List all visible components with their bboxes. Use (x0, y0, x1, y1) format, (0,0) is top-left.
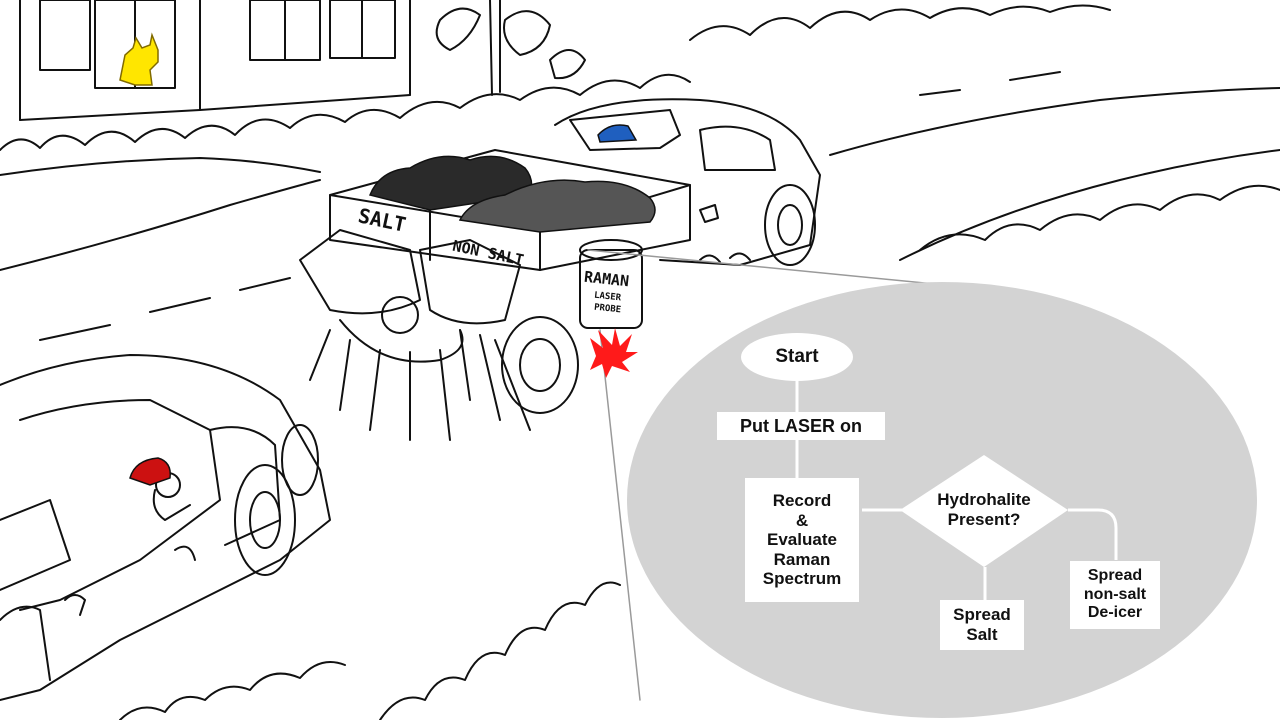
decision-diamond (900, 455, 1068, 567)
salt-heap (368, 155, 533, 211)
callout-line-top (587, 249, 946, 286)
road-edge-right (899, 149, 1280, 261)
flow-start: Start (775, 346, 819, 368)
flow-record-evaluate: Record & Evaluate Raman Spectrum (745, 478, 859, 602)
callout-line-bottom (599, 329, 641, 701)
flow-decision-text: Hydrohalite Present? (937, 490, 1031, 529)
flowchart-connectors (795, 380, 1118, 600)
bushes-top (0, 73, 691, 151)
truck-driver-cap-icon (597, 124, 638, 143)
flow-laser-on: Put LASER on (717, 412, 885, 440)
flow-spread-nonsalt: Spread non-salt De-icer (1070, 561, 1160, 629)
tree (435, 0, 586, 96)
laser-beam-icon (590, 328, 638, 378)
road-edge-left (0, 179, 321, 271)
start-terminal (741, 333, 853, 381)
truck (299, 98, 821, 441)
car (0, 354, 331, 701)
house (19, 0, 411, 121)
nonsalt-heap (458, 179, 656, 233)
bushes-bottom (379, 581, 621, 720)
driver-cap-icon (129, 457, 171, 486)
cat-icon (119, 32, 159, 86)
flow-spread-salt: Spread Salt (940, 600, 1024, 650)
bushes-far (689, 4, 1111, 41)
